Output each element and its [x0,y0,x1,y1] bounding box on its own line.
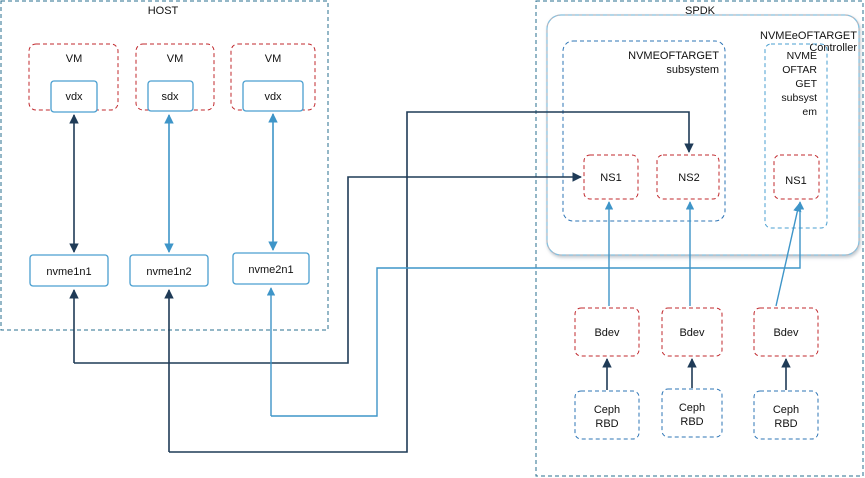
arrow-bdev3-ns1 [775,203,802,307]
virtual-disk-label: vdx [65,91,83,103]
bdev-label: Bdev [773,327,799,339]
bdev-box-1: Bdev [574,307,640,357]
connector-nvme2n1-ns1 [271,201,805,417]
namespace-box-2: NS2 [656,154,720,200]
nvme-device-label: nvme1n2 [146,266,191,278]
ceph-rbd-box-1: Ceph RBD [574,390,640,440]
nvme-device-label: nvme2n1 [248,264,293,276]
subsystem-2-title-line: subsyst [781,92,817,104]
connector-nvme1n2-ns2 [169,111,694,453]
subsystem-2-box: NVME OFTAR GET subsyst em [764,43,828,229]
ceph-label-line1: Ceph [594,404,620,416]
vm-box-1: VM vdx [28,43,119,113]
vm-label: VM [265,53,282,65]
namespace-box-1: NS1 [583,154,639,200]
ceph-label-line2: RBD [595,418,618,430]
ceph-label-line2: RBD [680,416,703,428]
vm-label: VM [66,53,83,65]
nvme-device-2: nvme1n2 [129,254,209,287]
nvme-device-3: nvme2n1 [232,252,310,285]
nvme-device-label: nvme1n1 [46,266,91,278]
subsystem-2-title-line: OFTAR [782,64,817,76]
subsystem-2-title-line: NVME [787,50,817,62]
namespace-label: NS1 [600,172,621,184]
ceph-rbd-box-2: Ceph RBD [661,388,723,438]
bdev-label: Bdev [679,327,705,339]
bdev-box-3: Bdev [753,307,819,357]
vm-box-3: VM vdx [230,43,316,112]
host-title: HOST [148,5,179,17]
virtual-disk-label: vdx [264,91,282,103]
controller-title-line1: NVMEeOFTARGET [760,30,857,42]
spdk-container: SPDK [535,0,864,477]
virtual-disk-label: sdx [161,91,179,103]
virtual-disk-box [147,80,194,112]
subsystem-1-title-line2: subsystem [666,64,719,76]
namespace-label: NS2 [678,172,699,184]
namespace-label: NS1 [785,175,806,187]
ceph-label-line2: RBD [774,418,797,430]
connector-nvme1n1-ns1 [74,172,582,364]
subsystem-2-title-line: em [802,106,817,118]
namespace-box-3: NS1 [773,154,820,200]
spdk-title: SPDK [685,5,716,17]
nvme-device-1: nvme1n1 [29,254,109,287]
subsystem-2-title-line: GET [795,78,817,90]
bdev-label: Bdev [594,327,620,339]
subsystem-1-box: NVMEOFTARGET subsystem [562,40,726,222]
ceph-label-line1: Ceph [679,402,705,414]
vm-box-2: VM sdx [135,43,215,112]
controller-box: NVMEeOFTARGET Controller [546,14,860,256]
virtual-disk-box [242,80,304,112]
subsystem-1-title-line1: NVMEOFTARGET [628,50,719,62]
bdev-box-2: Bdev [661,307,723,357]
vm-label: VM [167,53,184,65]
ceph-label-line1: Ceph [773,404,799,416]
host-container: HOST [0,0,329,331]
controller-title-line2: Controller [809,42,857,54]
virtual-disk-box [50,80,98,113]
ceph-rbd-box-3: Ceph RBD [753,390,819,440]
